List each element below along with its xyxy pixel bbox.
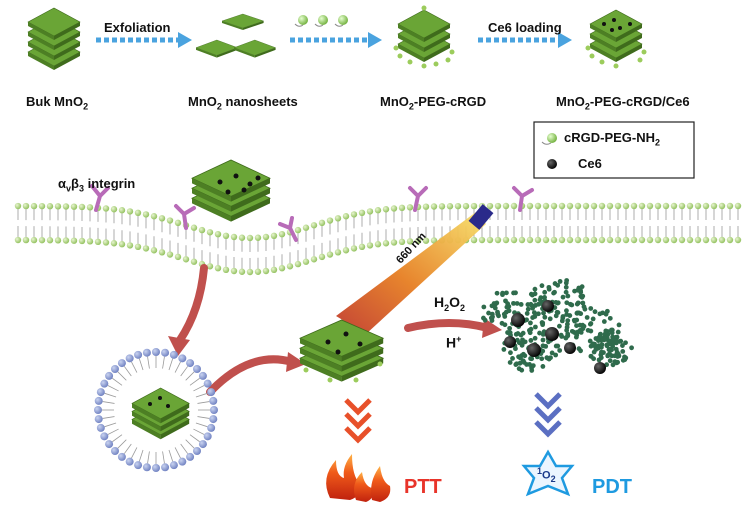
mno2-peg-crgd-ce6-stack <box>585 9 647 69</box>
h-plus-label: H+ <box>446 334 462 351</box>
ptt-chevrons <box>344 398 372 444</box>
h2o2-label: H2O2 <box>434 294 466 313</box>
peg-crgd-molecules <box>294 15 348 27</box>
exfoliation-label: Exfoliation <box>104 20 171 35</box>
peg-crgd-ce6-label: MnO2-PEG-cRGD/Ce6 <box>556 94 690 112</box>
endocytosis-arrows <box>176 264 492 396</box>
peg-crgd-label: MnO2-PEG-cRGD <box>380 94 487 112</box>
bulk-mno2-label: Buk MnO2 <box>26 94 89 112</box>
endosome-nanosheet <box>131 387 190 440</box>
legend-box <box>533 121 695 179</box>
bound-nanosheet <box>191 159 271 223</box>
mno2-nanosheets <box>195 13 277 58</box>
mno2-peg-crgd-stack <box>393 5 455 69</box>
cell-membrane <box>14 202 742 276</box>
singlet-oxygen-star-icon <box>521 449 575 497</box>
pdt-chevrons <box>534 392 562 438</box>
legend-crgd-label: cRGD-PEG-NH2 <box>564 130 661 148</box>
pdt-label: PDT <box>592 476 632 498</box>
peg-arrow <box>290 32 382 48</box>
endosome-vesicle <box>94 348 218 472</box>
laser-beam <box>336 204 494 334</box>
integrin-label: αvβ3 integrin <box>58 176 136 194</box>
endocytosis-arrowheads <box>168 318 502 372</box>
degraded-mno2-cluster <box>481 278 634 373</box>
ptt-label: PTT <box>404 476 442 498</box>
singlet-oxygen-label: 1O2 <box>537 466 556 484</box>
nanosheets-label: MnO2 nanosheets <box>188 94 298 112</box>
integrin-receptors <box>90 184 534 242</box>
ce6-loading-arrow <box>478 32 572 48</box>
released-ce6 <box>504 300 606 374</box>
exfoliation-arrow <box>96 32 192 48</box>
heat-flame-icon <box>326 454 391 502</box>
intracellular-nanosheet <box>299 319 385 383</box>
legend-ce6-label: Ce6 <box>578 156 602 171</box>
bulk-mno2-stack <box>27 7 81 71</box>
ce6-loading-label: Ce6 loading <box>488 20 562 35</box>
